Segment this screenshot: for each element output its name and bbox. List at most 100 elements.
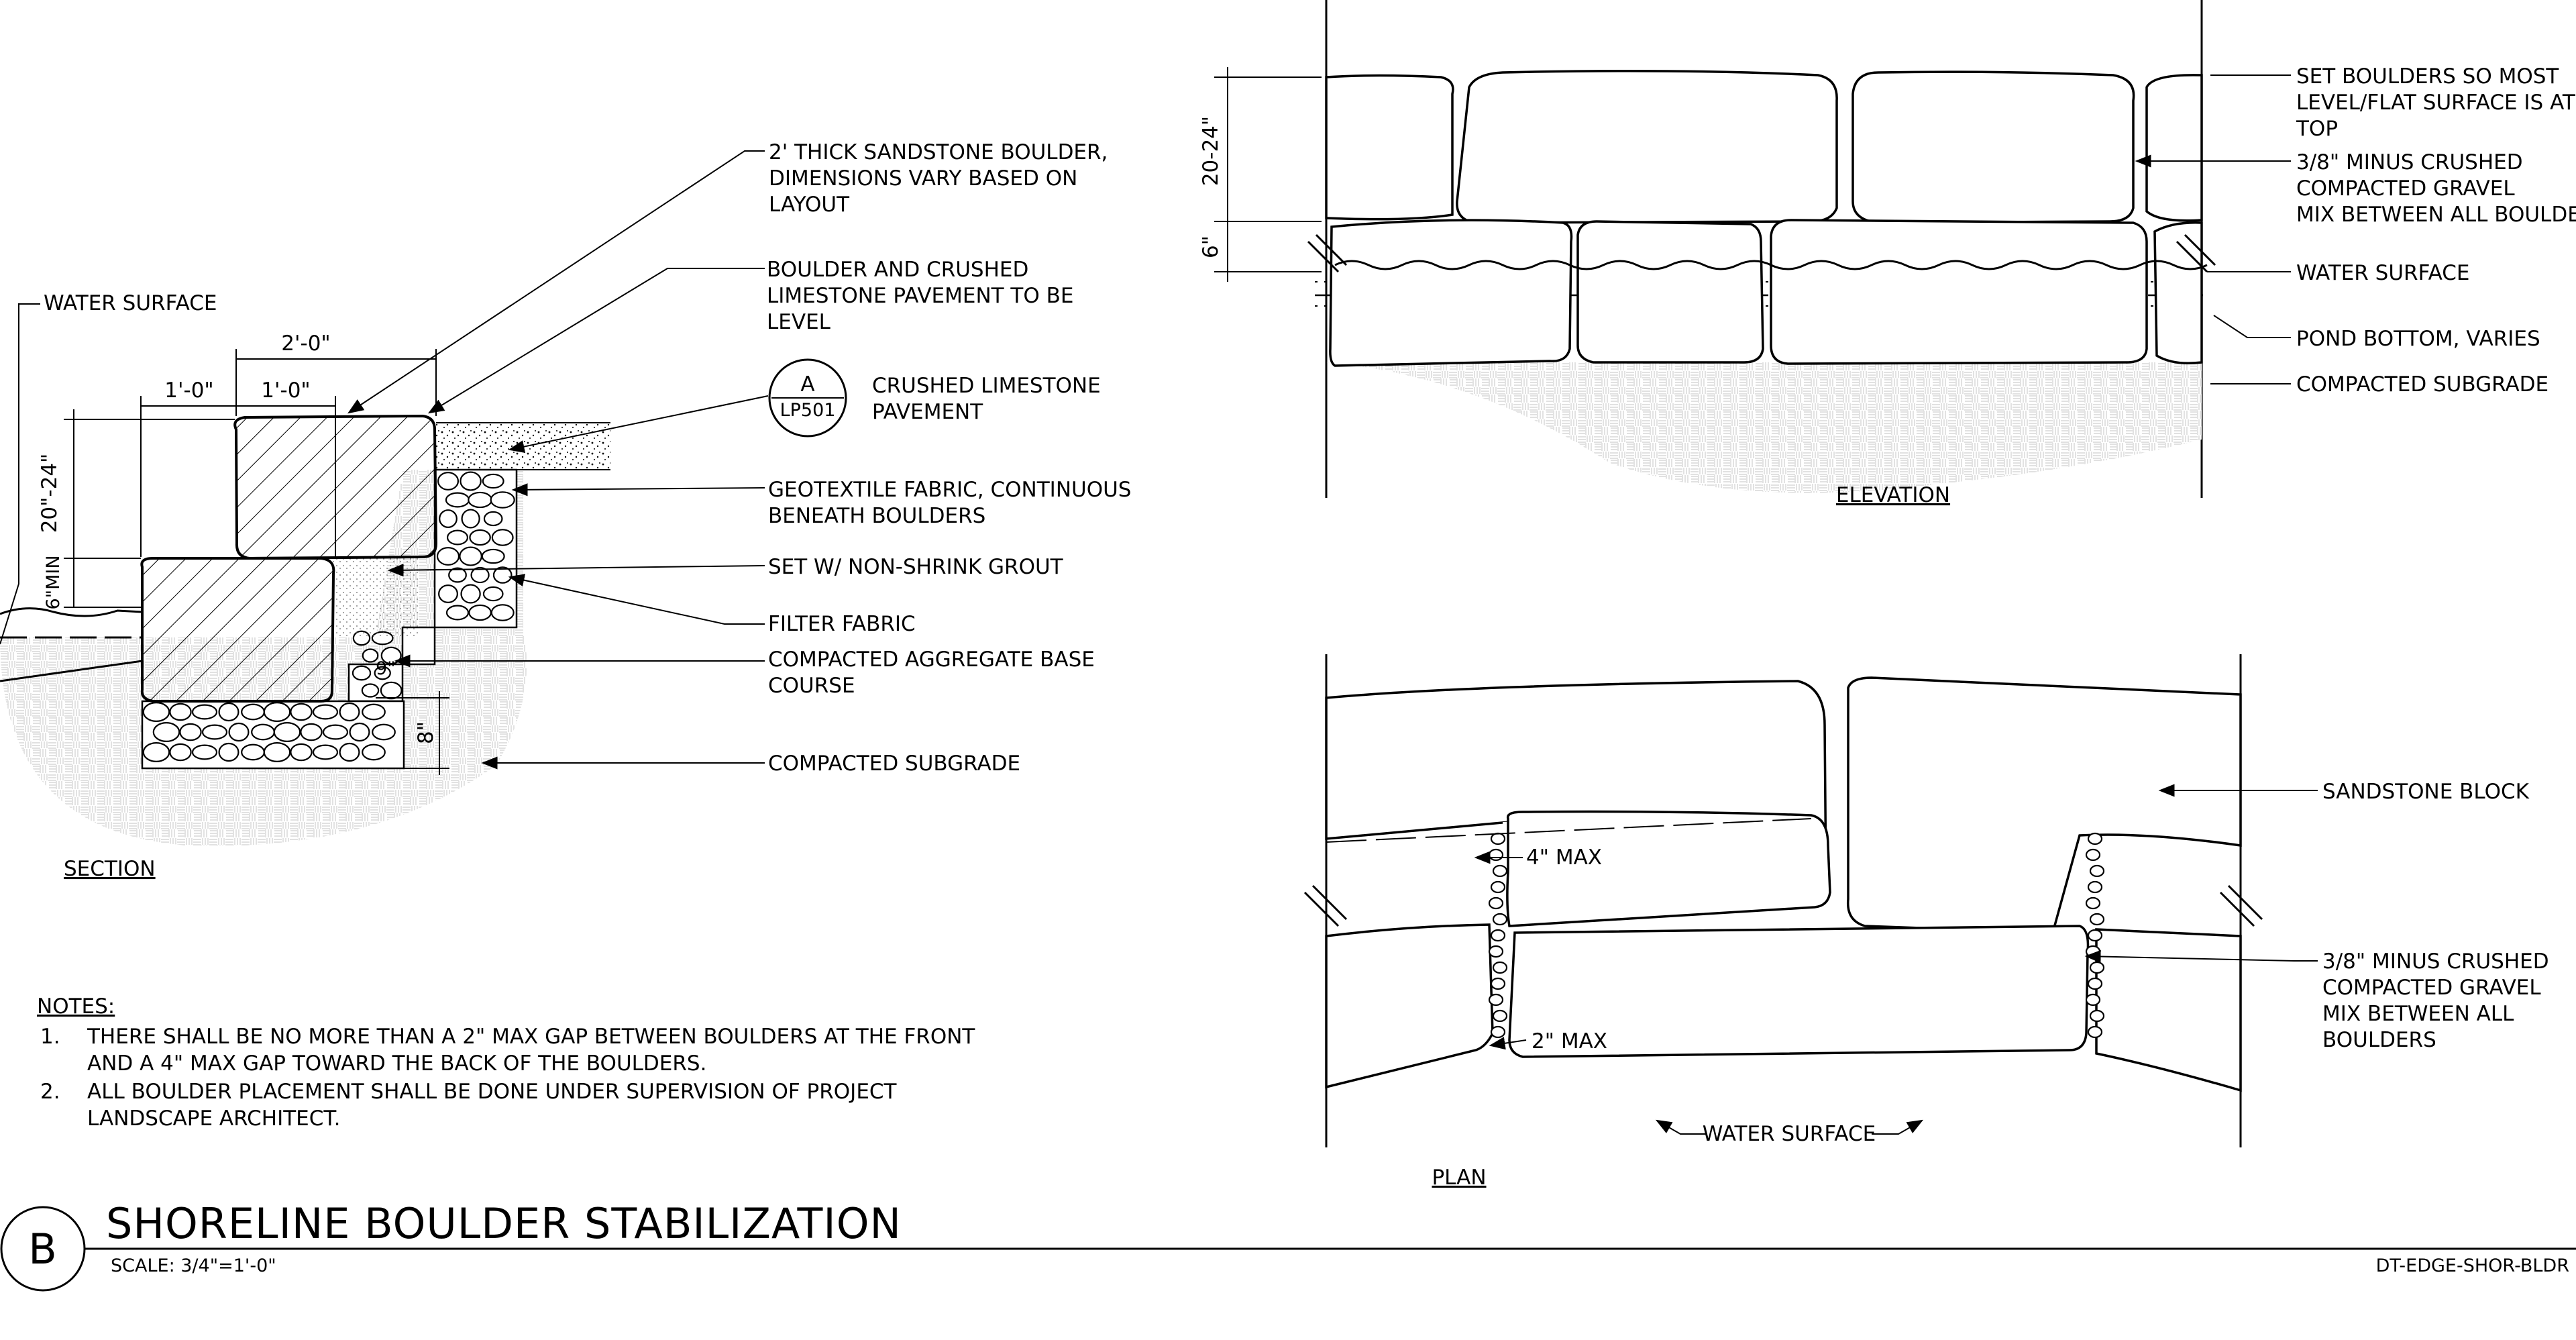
- joint-pebble: [1492, 864, 1508, 878]
- pebble: [179, 723, 202, 741]
- plan-callout-2-line-4: BOULDERS: [2322, 1028, 2436, 1052]
- plan-front-block-3: [2095, 928, 2242, 1092]
- plan-water-surface-label: WATER SURFACE: [1703, 1122, 1876, 1146]
- pebble: [290, 703, 313, 721]
- section-dim-base: 8": [414, 721, 438, 744]
- pebble: [439, 509, 458, 528]
- pebble: [352, 665, 372, 681]
- plan-callout-1-line-1: SANDSTONE BLOCK: [2322, 780, 2530, 804]
- pebble: [362, 703, 386, 721]
- pebble: [374, 666, 391, 680]
- pebble: [468, 491, 492, 509]
- joint-pebble: [1492, 913, 1508, 926]
- pebble: [461, 509, 480, 529]
- section-callout-8-line-1: COMPACTED SUBGRADE: [768, 752, 1020, 776]
- section-callout-labels: 2' THICK SANDSTONE BOULDER,DIMENSIONS VA…: [767, 140, 1131, 776]
- section-dim-overall: 2'-0": [281, 331, 330, 356]
- pebble: [339, 742, 360, 762]
- section-callout-5-line-1: SET W/ NON-SHRINK GROUT: [768, 555, 1064, 579]
- detail-scale: SCALE: 3/4"=1'-0": [111, 1255, 276, 1276]
- note-2-line-2: LANDSCAPE ARCHITECT.: [87, 1106, 341, 1131]
- pebble: [468, 604, 492, 621]
- elevation-top-boulder-2: [1456, 70, 1838, 224]
- title-block: B SHORELINE BOULDER STABILIZATION SCALE:…: [0, 1199, 2576, 1292]
- elevation-callout-2-line-2: COMPACTED GRAVEL: [2296, 176, 2515, 201]
- note-2-line-1: ALL BOULDER PLACEMENT SHALL BE DONE UNDE…: [87, 1080, 898, 1104]
- joint-pebble: [2089, 864, 2105, 878]
- elevation-dimensions: [1214, 67, 1322, 282]
- section-lower-boulder: [140, 557, 335, 703]
- pebble: [191, 744, 218, 760]
- joint-pebble: [1488, 945, 1504, 958]
- plan-callout-2-line-1: 3/8" MINUS CRUSHED: [2322, 949, 2549, 974]
- plan-callout-labels: SANDSTONE BLOCK 3/8" MINUS CRUSHEDCOMPACT…: [2322, 780, 2549, 1052]
- joint-pebble: [1490, 832, 1506, 845]
- pebble: [481, 548, 505, 564]
- plan-front-block-1: [1325, 923, 1494, 1089]
- elevation-bottom-boulder-3: [1770, 219, 2148, 365]
- plan-callout-2-line-2: COMPACTED GRAVEL: [2322, 976, 2541, 1000]
- pebble: [445, 605, 470, 621]
- note-1-line-1: THERE SHALL BE NO MORE THAN A 2" MAX GAP…: [87, 1025, 975, 1049]
- pebble: [448, 567, 467, 583]
- joint-pebble: [2085, 896, 2101, 910]
- joint-pebble: [1490, 929, 1506, 942]
- section-callout-1-line-3: LAYOUT: [769, 193, 850, 217]
- section-aggregate-pebbles: [352, 471, 515, 700]
- pebble: [263, 742, 291, 762]
- plan-gap-front-label: 2" MAX: [1532, 1029, 1607, 1053]
- detail-title: SHORELINE BOULDER STABILIZATION: [106, 1199, 902, 1248]
- pebble: [300, 723, 323, 741]
- pebble: [218, 702, 239, 722]
- pebble: [437, 472, 460, 491]
- elevation-callout-1-line-3: TOP: [2296, 117, 2338, 141]
- joint-pebble: [2085, 945, 2101, 958]
- section-dim-gap: 9": [376, 658, 396, 679]
- section-base-pebbles: [142, 702, 396, 762]
- joint-pebble: [2087, 929, 2103, 942]
- note-2-number: 2.: [40, 1080, 60, 1104]
- plan-callout-2-line-3: MIX BETWEEN ALL: [2322, 1002, 2514, 1026]
- elevation-bottom-boulder-1: [1329, 219, 1573, 367]
- note-1-number: 1.: [40, 1025, 60, 1049]
- pebble: [380, 681, 402, 700]
- joint-pebble: [2087, 977, 2103, 990]
- pebble: [482, 473, 504, 489]
- joint-pebble: [1490, 1025, 1506, 1039]
- elevation-callout-5-line-1: COMPACTED SUBGRADE: [2296, 372, 2548, 397]
- section-dim-right: 1'-0": [261, 378, 310, 403]
- pebble: [361, 683, 380, 698]
- pebble: [349, 722, 370, 742]
- pebble: [290, 743, 313, 762]
- section-callout-2-line-1: BOULDER AND CRUSHED: [767, 258, 1028, 282]
- pebble: [251, 723, 275, 741]
- section-callout-2-line-2: LIMESTONE PAVEMENT TO BE: [767, 284, 1073, 308]
- section-callout-3-line-2: PAVEMENT: [872, 400, 983, 424]
- section-callout-1-line-1: 2' THICK SANDSTONE BOULDER,: [769, 140, 1108, 164]
- elevation-dim-base: 6": [1199, 236, 1223, 258]
- joint-pebble: [2089, 1009, 2105, 1023]
- pebble: [483, 511, 503, 527]
- pebble: [482, 586, 504, 602]
- section-dim-min: 6"MIN: [43, 555, 64, 609]
- elevation-callout-2-line-1: 3/8" MINUS CRUSHED: [2296, 150, 2523, 174]
- elevation-bottom-boulder-4: [2153, 221, 2203, 364]
- elevation-callout-1-line-2: LEVEL/FLAT SURFACE IS AT: [2296, 91, 2576, 115]
- section-view: WATER SURFACE 2'-0" 1'-0" 1'-0" 20"-24" …: [0, 140, 1131, 881]
- pebble: [241, 703, 265, 721]
- pebble: [491, 529, 514, 546]
- pebble: [362, 648, 379, 663]
- elevation-callout-2-line-3: MIX BETWEEN ALL BOULDERS: [2296, 203, 2576, 227]
- section-dim-left: 1'-0": [164, 378, 213, 403]
- elevation-view: 20-24" 6" SET BOULDERS SO MOSTLEVEL/FLAT…: [1199, 0, 2576, 507]
- elevation-water-line: [1334, 260, 2208, 270]
- section-detail-ref-sheet: LP501: [780, 400, 836, 421]
- joint-pebble: [1492, 1009, 1508, 1023]
- elevation-callout-1-line-1: SET BOULDERS SO MOST: [2296, 64, 2559, 89]
- pebble: [438, 584, 458, 603]
- pebble: [241, 743, 265, 761]
- pebble: [312, 744, 339, 760]
- elevation-view-label: ELEVATION: [1836, 483, 1950, 507]
- joint-pebble: [1488, 896, 1504, 910]
